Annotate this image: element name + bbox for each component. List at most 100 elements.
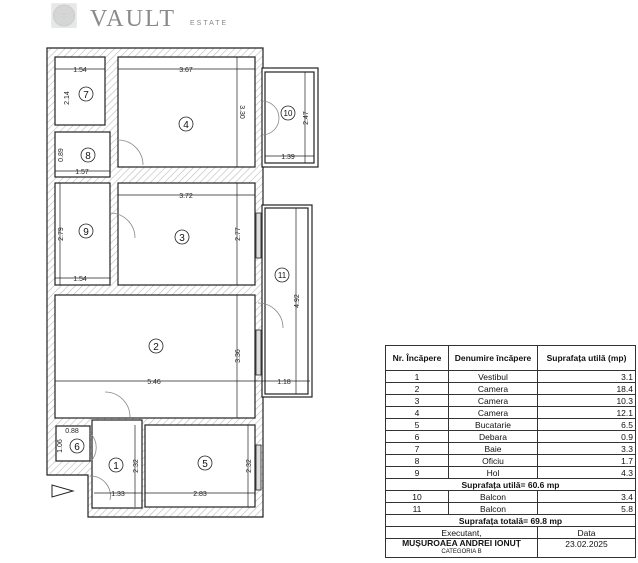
dim-label: 3.36 xyxy=(235,349,242,363)
dim-label: 2.14 xyxy=(64,91,71,105)
room-number-11: 11 xyxy=(278,271,287,280)
vault-logo-icon xyxy=(51,3,77,28)
col-header-area: Suprafața utilă (mp) xyxy=(537,345,636,371)
dim-label: 3.72 xyxy=(179,193,193,200)
total: Suprafața totală= 69.8 mp xyxy=(385,514,636,527)
room-number: 2 xyxy=(385,382,449,395)
room-area: 1.7 xyxy=(537,454,636,467)
dim-label: 1.54 xyxy=(73,67,87,74)
room-area: 3.4 xyxy=(537,490,636,503)
executant-label: Executant, xyxy=(385,526,538,539)
dim-label: 0.88 xyxy=(65,428,79,435)
room-name: Debara xyxy=(448,430,538,443)
room-number-1: 1 xyxy=(113,461,119,472)
dimension-labels: 1.54 3.67 3.30 2.14 2.47 1.39 0.89 1.57 … xyxy=(57,67,310,498)
room-area: 10.3 xyxy=(537,394,636,407)
windows xyxy=(255,212,262,491)
total-row: Suprafața totală= 69.8 mp xyxy=(385,514,636,527)
room-area: 12.1 xyxy=(537,406,636,419)
room-number: 4 xyxy=(385,406,449,419)
room-numbers xyxy=(69,86,296,473)
dim-label: 4.92 xyxy=(294,294,301,308)
room-name: Baie xyxy=(448,442,538,455)
room-number: 9 xyxy=(385,466,449,479)
logo-subtext: ESTATE xyxy=(190,20,229,27)
room-number-3: 3 xyxy=(179,233,185,244)
room-name: Oficiu xyxy=(448,454,538,467)
room-number: 1 xyxy=(385,370,449,383)
dimension-lines xyxy=(55,57,314,507)
dim-label: 2.77 xyxy=(235,227,242,241)
room-name: Balcon xyxy=(448,502,538,515)
dim-label: 1.57 xyxy=(75,169,89,176)
dim-label: 2.32 xyxy=(246,459,253,473)
dim-label: 2.83 xyxy=(193,491,207,498)
logo-text: VAULT xyxy=(90,6,177,32)
room-number: 3 xyxy=(385,394,449,407)
room-number-8: 8 xyxy=(85,151,91,162)
executant-category: CATEGORIA B xyxy=(441,549,482,555)
dim-label: 0.89 xyxy=(58,148,65,162)
room-number-9: 9 xyxy=(83,227,89,238)
col-header-name: Denumire încăpere xyxy=(448,345,538,371)
room-number-10: 10 xyxy=(284,109,293,118)
room-number-6: 6 xyxy=(74,442,80,453)
room-name: Balcon xyxy=(448,490,538,503)
room-area: 3.1 xyxy=(537,370,636,383)
dim-label: 2.79 xyxy=(58,227,65,241)
room-name: Camera xyxy=(448,394,538,407)
table-header: Nr. Încăpere Denumire încăpere Suprafața… xyxy=(385,345,636,371)
room-area: 5.8 xyxy=(537,502,636,515)
room-area: 18.4 xyxy=(537,382,636,395)
dim-label: 5.46 xyxy=(147,379,161,386)
col-header-number: Nr. Încăpere xyxy=(385,345,449,371)
room-name: Bucatarie xyxy=(448,418,538,431)
room-number: 11 xyxy=(385,502,449,515)
dim-label: 2.32 xyxy=(133,459,140,473)
dim-label: 3.67 xyxy=(179,67,193,74)
room-number: 5 xyxy=(385,418,449,431)
room-area-table: Nr. Încăpere Denumire încăpere Suprafața… xyxy=(385,345,636,558)
room-number: 6 xyxy=(385,430,449,443)
dim-label: 1.06 xyxy=(57,439,64,453)
room-number-2: 2 xyxy=(153,342,159,353)
room-name: Hol xyxy=(448,466,538,479)
room-area: 0.9 xyxy=(537,430,636,443)
room-name: Vestibul xyxy=(448,370,538,383)
balcony-outlines xyxy=(261,67,319,398)
subtotal-row: Suprafața utilă= 60.6 mp xyxy=(385,478,636,491)
dim-label: 1.39 xyxy=(281,154,295,161)
room-number: 10 xyxy=(385,490,449,503)
room-number-4: 4 xyxy=(183,120,189,131)
date-label: Data xyxy=(537,526,636,539)
dim-label: 2.47 xyxy=(303,111,310,125)
room-number: 8 xyxy=(385,454,449,467)
entrance-arrow-icon xyxy=(51,484,75,498)
executant-name: MUȘUROAEA ANDREI IONUȚ xyxy=(402,538,521,548)
dim-label: 3.30 xyxy=(238,105,245,119)
room-number-7: 7 xyxy=(83,90,89,101)
room-name: Camera xyxy=(448,382,538,395)
door-swings xyxy=(89,100,284,501)
room-number-5: 5 xyxy=(202,459,208,470)
dim-label: 1.18 xyxy=(277,379,291,386)
date: 23.02.2025 xyxy=(537,538,636,558)
room-number: 7 xyxy=(385,442,449,455)
dim-label: 1.54 xyxy=(73,276,87,283)
room-area: 4.3 xyxy=(537,466,636,479)
room-area: 6.5 xyxy=(537,418,636,431)
dim-label: 1.33 xyxy=(111,491,125,498)
subtotal: Suprafața utilă= 60.6 mp xyxy=(385,478,636,491)
